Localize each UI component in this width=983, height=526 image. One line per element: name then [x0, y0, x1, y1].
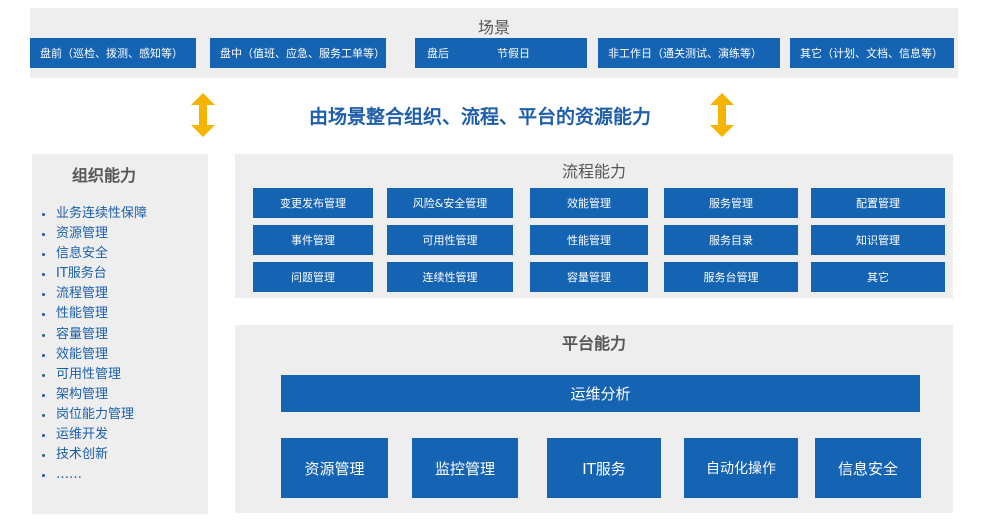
process-item-change-release[interactable]: 变更发布管理: [253, 188, 373, 218]
platform-ops-analysis[interactable]: 运维分析: [281, 375, 920, 412]
scene-title: 场景: [477, 18, 510, 37]
org-panel: 组织能力 业务连续性保障 资源管理 信息安全 IT服务台 流程管理 性能管理 容…: [32, 154, 208, 514]
org-list-item: 岗位能力管理: [40, 405, 147, 425]
process-title: 流程能力: [561, 162, 626, 181]
process-item-performance[interactable]: 性能管理: [530, 225, 648, 255]
process-item-risk-security[interactable]: 风险&安全管理: [387, 188, 513, 218]
org-title: 组织能力: [72, 166, 137, 185]
process-item-incident[interactable]: 事件管理: [253, 225, 373, 255]
process-item-service-desk[interactable]: 服务台管理: [664, 262, 798, 292]
platform-item-it-service[interactable]: IT服务: [547, 438, 661, 498]
process-item-service-catalog[interactable]: 服务目录: [664, 225, 798, 255]
org-list-item: 运维开发: [40, 425, 147, 445]
platform-item-automation[interactable]: 自动化操作: [684, 438, 798, 498]
platform-item-info-security[interactable]: 信息安全: [815, 438, 921, 498]
headline: 由场景整合组织、流程、平台的资源能力: [308, 106, 651, 128]
org-list-item: 资源管理: [40, 224, 147, 244]
scene-item-post-market[interactable]: 盘后 节假日: [415, 38, 587, 68]
scene-item-pre-market[interactable]: 盘前（巡检、拨测、感知等）: [30, 38, 196, 68]
org-list-item: 性能管理: [40, 304, 147, 324]
process-item-continuity[interactable]: 连续性管理: [387, 262, 513, 292]
process-item-capacity[interactable]: 容量管理: [530, 262, 648, 292]
process-panel: 流程能力 变更发布管理 风险&安全管理 效能管理 服务管理 配置管理 事件管理 …: [235, 154, 953, 298]
org-list-item: ……: [40, 465, 147, 485]
scene-item-label: 其它（计划、文档、信息等）: [800, 47, 943, 60]
scene-item-non-workday[interactable]: 非工作日（通关测试、演练等）: [598, 38, 780, 68]
process-item-knowledge[interactable]: 知识管理: [811, 225, 945, 255]
process-item-availability[interactable]: 可用性管理: [387, 225, 513, 255]
scene-item-label: 非工作日（通关测试、演练等）: [608, 47, 762, 60]
scene-panel: 场景 盘前（巡检、拨测、感知等） 盘中（值班、应急、服务工单等） 盘后 节假日 …: [30, 8, 958, 78]
org-list-item: 容量管理: [40, 325, 147, 345]
platform-panel: 平台能力 运维分析 资源管理 监控管理 IT服务 自动化操作 信息安全: [235, 325, 953, 513]
org-list-item: 架构管理: [40, 385, 147, 405]
org-list-item: 信息安全: [40, 244, 147, 264]
platform-item-resource[interactable]: 资源管理: [281, 438, 388, 498]
scene-item-label: 盘中（值班、应急、服务工单等）: [220, 47, 385, 60]
org-list-item: 技术创新: [40, 445, 147, 465]
scene-item-in-market[interactable]: 盘中（值班、应急、服务工单等）: [210, 38, 386, 68]
org-list-item: 业务连续性保障: [40, 204, 147, 224]
process-item-service[interactable]: 服务管理: [664, 188, 798, 218]
scene-item-label: 盘后: [427, 47, 449, 60]
platform-title: 平台能力: [561, 334, 626, 353]
org-list: 业务连续性保障 资源管理 信息安全 IT服务台 流程管理 性能管理 容量管理 效…: [40, 204, 147, 485]
scene-item-other[interactable]: 其它（计划、文档、信息等）: [790, 38, 954, 68]
process-item-problem[interactable]: 问题管理: [253, 262, 373, 292]
org-list-item: 可用性管理: [40, 365, 147, 385]
org-list-item: 效能管理: [40, 345, 147, 365]
double-arrow-icon: [710, 93, 734, 137]
process-item-config[interactable]: 配置管理: [811, 188, 945, 218]
scene-item-label: 节假日: [497, 47, 530, 60]
scene-item-label: 盘前（巡检、拨测、感知等）: [40, 47, 183, 60]
process-item-other[interactable]: 其它: [811, 262, 945, 292]
org-list-item: IT服务台: [40, 264, 147, 284]
process-item-efficiency[interactable]: 效能管理: [530, 188, 648, 218]
platform-item-monitoring[interactable]: 监控管理: [412, 438, 518, 498]
double-arrow-icon: [191, 93, 215, 137]
org-list-item: 流程管理: [40, 284, 147, 304]
